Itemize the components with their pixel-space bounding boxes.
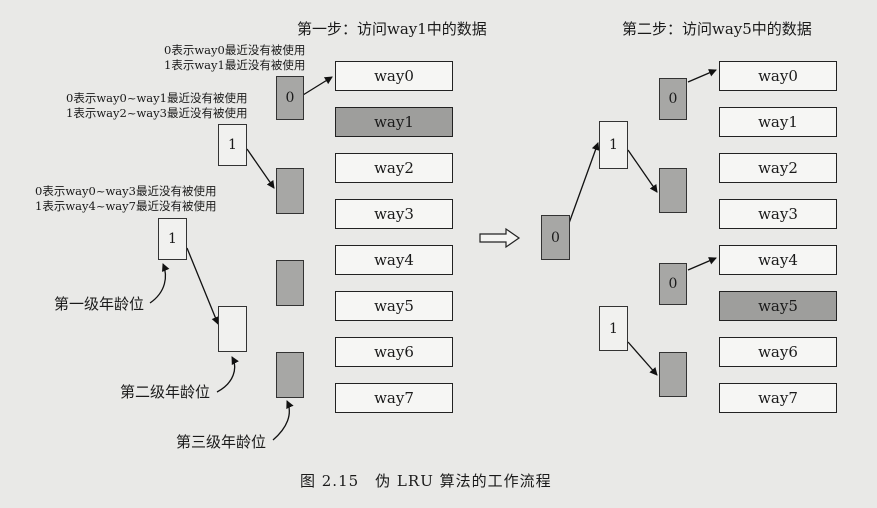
step2-title: 第二步：访问way5中的数据 <box>622 20 812 38</box>
step1-level3-bit-3 <box>276 352 304 398</box>
annotation-line: 1表示way4~way7最近没有被使用 <box>35 199 217 213</box>
step1-way5: way5 <box>335 291 453 321</box>
step1-title: 第一步：访问way1中的数据 <box>297 20 487 38</box>
edge-level3-to-way0 <box>302 76 333 96</box>
edge2-level2-bottom-to-level3 <box>627 341 658 376</box>
second-level-age-bit-label: 第二级年龄位 <box>120 383 211 401</box>
step2-way7: way7 <box>719 383 837 413</box>
step2-way4: way4 <box>719 245 837 275</box>
step2-level3-bit-2: 0 <box>659 263 687 305</box>
figure-caption: 图 2.15 伪 LRU 算法的工作流程 <box>300 472 552 490</box>
first-level-age-bit-label: 第一级年龄位 <box>54 295 145 313</box>
step1-level3-bit-1 <box>276 168 304 214</box>
step1-way6: way6 <box>335 337 453 367</box>
annotation-line: 0表示way0~way1最近没有被使用 <box>66 91 248 105</box>
step1-way0: way0 <box>335 61 453 91</box>
step2-level3-bit-0: 0 <box>659 78 687 120</box>
step2-level3-bit-1 <box>659 168 687 213</box>
step1-annotation-level3: 0表示way0最近没有被使用 1表示way1最近没有被使用 <box>164 43 305 73</box>
step2-way0: way0 <box>719 61 837 91</box>
edge-level2-to-level3 <box>246 148 275 189</box>
step1-level2-top-bit: 1 <box>218 124 247 166</box>
transition-arrow-icon <box>479 227 521 249</box>
edge2-root-to-level2-top <box>567 142 600 227</box>
step1-way3: way3 <box>335 199 453 229</box>
step2-way5-accessed: way5 <box>719 291 837 321</box>
annotation-line: 0表示way0~way3最近没有被使用 <box>35 184 217 198</box>
annotation-line: 0表示way0最近没有被使用 <box>164 43 306 57</box>
step2-way6: way6 <box>719 337 837 367</box>
pointer-first-level <box>149 263 170 304</box>
step1-way2: way2 <box>335 153 453 183</box>
step2-way1: way1 <box>719 107 837 137</box>
step2-way3: way3 <box>719 199 837 229</box>
edge2-level3b-to-way4 <box>687 257 717 271</box>
edge2-level2-top-to-level3 <box>627 149 658 193</box>
step1-annotation-level2: 0表示way0~way1最近没有被使用 1表示way2~way3最近没有被使用 <box>66 91 247 121</box>
annotation-line: 1表示way1最近没有被使用 <box>164 58 306 72</box>
step1-root-bit: 1 <box>158 218 187 260</box>
step2-level3-bit-3 <box>659 352 687 397</box>
pointer-third-level <box>272 400 294 441</box>
step1-level3-bit-2 <box>276 260 304 306</box>
step1-level3-bit-0: 0 <box>276 76 304 120</box>
step1-level2-bottom-bit <box>218 306 247 352</box>
step1-way7: way7 <box>335 383 453 413</box>
step2-root-bit: 0 <box>541 215 570 260</box>
step2-level2-top-bit: 1 <box>599 121 628 169</box>
pointer-second-level <box>216 356 239 393</box>
step1-annotation-level1: 0表示way0~way3最近没有被使用 1表示way4~way7最近没有被使用 <box>35 184 216 214</box>
step2-way2: way2 <box>719 153 837 183</box>
edge-root-to-level2-bottom <box>186 247 220 325</box>
step2-level2-bottom-bit: 1 <box>599 306 628 351</box>
step1-way1-accessed: way1 <box>335 107 453 137</box>
step1-way4: way4 <box>335 245 453 275</box>
edge2-level3-to-way0 <box>687 69 717 83</box>
third-level-age-bit-label: 第三级年龄位 <box>176 433 267 451</box>
annotation-line: 1表示way2~way3最近没有被使用 <box>66 106 248 120</box>
